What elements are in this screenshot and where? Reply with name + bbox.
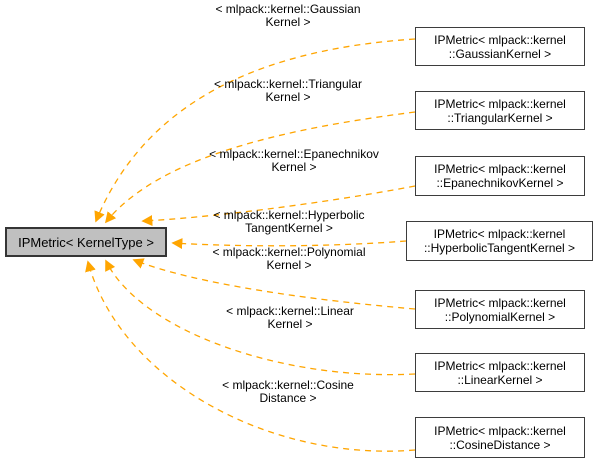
edge-label-line2: Kernel >: [265, 90, 311, 104]
node-label-line2: ::EpanechnikovKernel >: [436, 176, 564, 190]
node-label-line1: IPMetric< mlpack::kernel: [434, 295, 566, 310]
edge-label-line2: Kernel >: [271, 160, 317, 174]
edge-label-line1: < mlpack::kernel::Cosine: [222, 378, 354, 392]
edge-polynomial-kernel: [132, 258, 416, 310]
node-label-line1: IPMetric< mlpack::kernel: [434, 96, 566, 111]
edge-label-line2: Kernel >: [267, 317, 313, 331]
graph-node-polynomial-kernel[interactable]: IPMetric< mlpack::kernel ::PolynomialKer…: [415, 290, 585, 329]
node-label-line2: ::PolynomialKernel >: [444, 309, 556, 324]
main-node-ipmetric-kerneltype: IPMetric< KernelType >: [5, 227, 167, 257]
edge-label-line1: < mlpack::kernel::Triangular: [214, 77, 362, 91]
edge-label-line1: < mlpack::kernel::Hyperbolic: [213, 208, 365, 222]
edge-label-line2: Kernel >: [265, 15, 311, 29]
edge-label-linear-kernel: < mlpack::kernel::Linear Kernel >: [226, 305, 354, 331]
edge-linear-kernel: [105, 259, 416, 376]
edge-label-line2: Kernel >: [266, 258, 312, 272]
node-label-line1: IPMetric< mlpack::kernel: [433, 227, 566, 241]
node-label-line2: ::TriangularKernel >: [447, 110, 553, 125]
edge-label-triangular-kernel: < mlpack::kernel::Triangular Kernel >: [214, 78, 362, 104]
edge-label-gaussian-kernel: < mlpack::kernel::Gaussian Kernel >: [215, 3, 360, 29]
edge-epanechnikov-kernel: [141, 185, 416, 227]
edge-label-line1: < mlpack::kernel::Linear: [226, 304, 354, 318]
node-label-line2: ::HyperbolicTangentKernel >: [423, 241, 576, 255]
node-label-line1: IPMetric< mlpack::kernel: [434, 358, 566, 373]
edge-label-cosine-distance: < mlpack::kernel::Cosine Distance >: [222, 379, 354, 405]
node-label-line1: IPMetric< mlpack::kernel: [434, 423, 566, 438]
main-node-label: IPMetric< KernelType >: [18, 234, 154, 250]
graph-node-cosine-distance[interactable]: IPMetric< mlpack::kernel ::CosineDistanc…: [415, 417, 585, 458]
edge-cosine-distance: [85, 260, 416, 452]
edge-triangular-kernel: [104, 111, 416, 224]
node-label-line2: ::CosineDistance >: [449, 437, 551, 452]
graph-node-triangular-kernel[interactable]: IPMetric< mlpack::kernel ::TriangularKer…: [415, 91, 585, 130]
graph-node-linear-kernel[interactable]: IPMetric< mlpack::kernel ::LinearKernel …: [415, 353, 585, 392]
edge-label-hyperbolic-tangent-kernel: < mlpack::kernel::Hyperbolic TangentKern…: [213, 209, 364, 235]
edge-label-line1: < mlpack::kernel::Gaussian: [215, 2, 361, 16]
node-label-line2: ::GaussianKernel >: [448, 46, 552, 61]
graph-node-gaussian-kernel[interactable]: IPMetric< mlpack::kernel ::GaussianKerne…: [415, 27, 585, 66]
edge-gaussian-kernel: [94, 38, 416, 223]
edge-label-line2: TangentKernel >: [245, 221, 333, 235]
edge-label-polynomial-kernel: < mlpack::kernel::Polynomial Kernel >: [212, 246, 365, 272]
edge-label-line2: Distance >: [259, 391, 317, 405]
edge-label-epanechnikov-kernel: < mlpack::kernel::Epanechnikov Kernel >: [209, 148, 379, 174]
graph-node-epanechnikov-kernel[interactable]: IPMetric< mlpack::kernel ::EpanechnikovK…: [415, 156, 585, 196]
edge-label-line1: < mlpack::kernel::Epanechnikov: [209, 147, 379, 161]
edge-label-line1: < mlpack::kernel::Polynomial: [212, 245, 366, 259]
graph-node-hyperbolic-tangent-kernel[interactable]: IPMetric< mlpack::kernel ::HyperbolicTan…: [406, 221, 593, 261]
node-label-line1: IPMetric< mlpack::kernel: [434, 32, 566, 47]
node-label-line2: ::LinearKernel >: [457, 372, 543, 387]
node-label-line1: IPMetric< mlpack::kernel: [434, 162, 566, 176]
